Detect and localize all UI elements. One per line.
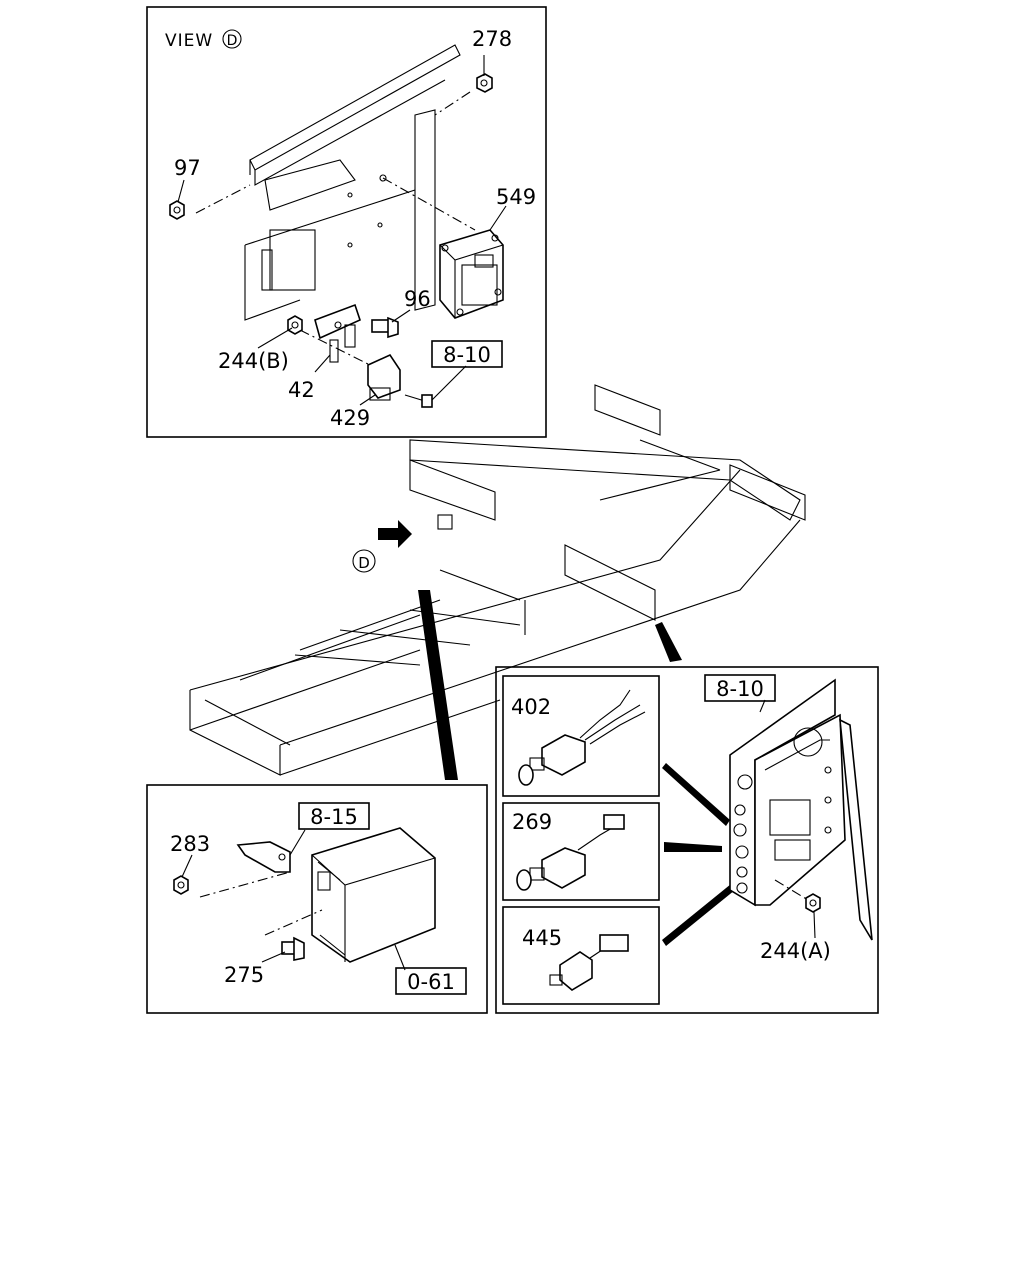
leader-549	[382, 177, 476, 231]
leader-278	[434, 91, 471, 116]
view-label: VIEW	[165, 31, 213, 51]
bolt-96-icon	[371, 316, 399, 339]
wedge-445	[662, 884, 735, 946]
bracket-plate-drawing	[236, 841, 291, 873]
right-bottom-panel: 402 269 445 244(A) 8-10	[495, 666, 879, 1014]
leader-97	[195, 184, 251, 214]
part-label-429: 429	[330, 406, 370, 430]
subbox-445	[502, 906, 660, 1005]
d-marker-circle	[352, 549, 376, 573]
part-label-283: 283	[170, 832, 210, 856]
line-549	[489, 205, 507, 231]
part-label-445: 445	[522, 926, 562, 950]
part-label-244b: 244(B)	[218, 349, 289, 373]
right-panel-frame	[495, 666, 879, 1014]
part-label-244a: 244(A)	[760, 939, 831, 963]
sensor-445-drawing	[549, 934, 629, 991]
line-42	[314, 354, 331, 373]
subbox-269	[502, 802, 660, 901]
line-283	[181, 854, 193, 878]
wedge-269	[664, 842, 722, 852]
line-97	[177, 179, 185, 203]
chassis-frame-drawing	[189, 384, 806, 776]
part-label-42: 42	[288, 378, 315, 402]
part-label-549: 549	[496, 185, 536, 209]
subbox-402	[502, 675, 660, 797]
d-marker-letter: D	[358, 554, 370, 572]
ref-box-8-15	[298, 802, 370, 830]
left-panel-frame	[146, 784, 488, 1014]
module-549-drawing	[439, 229, 504, 319]
nut-97-icon	[169, 200, 185, 220]
nut-283-icon	[173, 875, 189, 895]
ref-box-right	[704, 674, 776, 702]
part-label-97: 97	[174, 156, 201, 180]
leader-283	[199, 871, 291, 898]
part-label-269: 269	[512, 810, 552, 834]
wedge-402	[662, 763, 730, 826]
nut-278-icon	[476, 73, 493, 93]
screw-429-icon	[404, 394, 433, 408]
part-label-275: 275	[224, 963, 264, 987]
control-box-drawing	[729, 678, 873, 941]
leader-244a	[774, 879, 809, 901]
left-bottom-panel: 283 275 8-15 0-61	[146, 784, 488, 1014]
line-244b	[257, 327, 293, 349]
line-429	[359, 394, 376, 406]
line-ref-810	[431, 365, 467, 401]
line-96	[391, 309, 411, 323]
line-ref-061	[394, 944, 406, 971]
frame-rail-drawing	[244, 44, 461, 321]
bracket-42-drawing	[314, 303, 361, 363]
switch-402-drawing	[518, 689, 646, 786]
pointer-to-left-panel	[418, 590, 458, 780]
switch-269-drawing	[516, 814, 625, 891]
ref-box-0-61	[395, 967, 467, 995]
view-d-panel: VIEW D	[146, 6, 547, 438]
view-d-frame	[146, 6, 547, 438]
bolt-275-icon	[281, 936, 305, 961]
pointer-to-right-panel	[655, 622, 682, 662]
line-ref-810-right	[759, 699, 766, 713]
view-circle-letter: D	[227, 33, 238, 49]
nut-244a-icon	[805, 893, 821, 913]
line-275	[261, 951, 286, 963]
view-direction-arrow-icon	[378, 520, 412, 548]
line-ref-815	[289, 829, 306, 856]
part-label-96: 96	[404, 287, 431, 311]
ref-label-0-61: 0-61	[407, 970, 455, 994]
ref-label-view-top: 8-10	[443, 343, 491, 367]
ref-label-8-15: 8-15	[310, 805, 358, 829]
view-circle	[222, 29, 242, 49]
ref-box-view-top	[431, 340, 503, 368]
ref-label-right: 8-10	[716, 677, 764, 701]
module-8-15-drawing	[311, 827, 436, 963]
part-label-278: 278	[472, 27, 512, 51]
line-244a	[813, 911, 816, 939]
nut-244b-icon	[287, 315, 303, 335]
part-label-402: 402	[511, 695, 551, 719]
relay-429-drawing	[367, 353, 401, 401]
